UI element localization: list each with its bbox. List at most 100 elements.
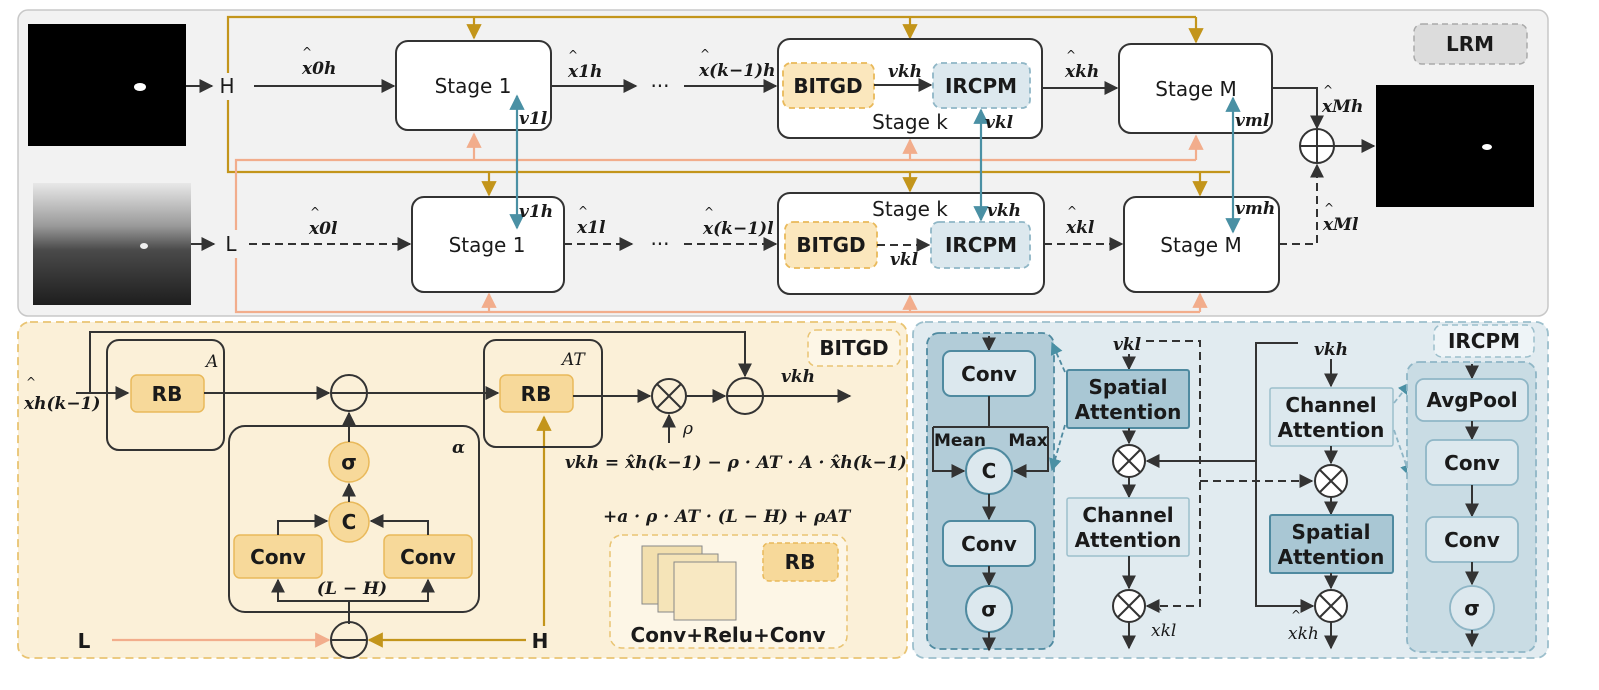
spatial-attention-1-l2: Attention bbox=[1075, 400, 1182, 424]
concat-label: C bbox=[342, 510, 357, 534]
input-mask-image bbox=[28, 24, 186, 146]
ircpm-concat-label: C bbox=[982, 459, 997, 483]
svg-text:^: ^ bbox=[310, 205, 320, 219]
stagek-top-label: Stage k bbox=[872, 110, 948, 134]
h-label: H bbox=[219, 74, 234, 98]
xkh-label: xkh bbox=[1064, 62, 1099, 82]
ircpm-vkh-label: vkh bbox=[1314, 340, 1348, 360]
vkl-top-label: vkl bbox=[985, 113, 1014, 133]
svg-text:^: ^ bbox=[302, 45, 312, 59]
lrm-tag: LRM bbox=[1446, 32, 1494, 56]
ircpm-xkl-label: xkl bbox=[1151, 621, 1176, 641]
svg-text:^: ^ bbox=[1324, 201, 1334, 215]
stagem-bottom-label: Stage M bbox=[1160, 233, 1241, 257]
stage1-bottom-label: Stage 1 bbox=[449, 233, 526, 257]
dots-top: ··· bbox=[650, 74, 669, 98]
channel-attention-2-l2: Attention bbox=[1278, 418, 1385, 442]
ircpm-xkh-label: xkh bbox=[1288, 624, 1319, 644]
ircpm-vkl-label: vkl bbox=[1113, 335, 1142, 355]
equation-line-1: vkh = x̂h(k−1) − ρ · AT · A · x̂h(k−1) bbox=[565, 453, 907, 473]
rb-legend-chip bbox=[762, 542, 839, 582]
bitgd-l-label: L bbox=[78, 629, 91, 653]
conv-right-label: Conv bbox=[400, 545, 456, 569]
output-mask-target bbox=[1482, 144, 1492, 150]
svg-text:^: ^ bbox=[704, 205, 714, 219]
xMh-label: xMh bbox=[1321, 97, 1363, 117]
svg-text:^: ^ bbox=[1066, 48, 1076, 62]
a-label: A bbox=[204, 352, 218, 372]
v1h-label: v1h bbox=[519, 202, 553, 222]
at-box bbox=[483, 339, 603, 448]
bitgd-tag-box bbox=[807, 329, 901, 367]
x0l-label: x0l bbox=[308, 219, 338, 239]
avgpool-label: AvgPool bbox=[1426, 388, 1517, 412]
ircpm-top bbox=[932, 62, 1031, 109]
spatial-attention-2-l2: Attention bbox=[1278, 545, 1385, 569]
xk1l-label: x(k−1)l bbox=[702, 219, 774, 239]
svg-text:^: ^ bbox=[1153, 605, 1163, 619]
lrm-panel: LRM H L Stage 1 Sta bbox=[17, 9, 1549, 317]
vmh-label: vmh bbox=[1235, 199, 1275, 219]
spatial-attention-2-l1: Spatial bbox=[1292, 520, 1371, 544]
ircpm-panel: IRCPM Conv Mean Max C Conv σ vkl Spatial… bbox=[912, 321, 1549, 659]
ircpm-conv-4-label: Conv bbox=[1444, 528, 1500, 552]
svg-text:^: ^ bbox=[578, 204, 588, 218]
a-box bbox=[106, 339, 225, 451]
conv-left-label: Conv bbox=[250, 545, 306, 569]
rb-legend-desc: Conv+Relu+Conv bbox=[631, 623, 826, 647]
rho-label: ρ bbox=[682, 419, 693, 439]
ircpm-sigma-1-label: σ bbox=[981, 597, 997, 621]
vkl-bottom-label: vkl bbox=[890, 250, 919, 270]
bitgd-vkh-label: vkh bbox=[781, 367, 815, 387]
v1l-label: v1l bbox=[519, 109, 548, 129]
rb-at-label: RB bbox=[521, 382, 552, 406]
equation-line-2: +a · ρ · AT · (L − H) + ρAT bbox=[603, 507, 852, 527]
infrared-image bbox=[33, 183, 191, 305]
vkh-top-label: vkh bbox=[888, 62, 922, 82]
channel-attention-1-l1: Channel bbox=[1082, 503, 1173, 527]
alpha-box bbox=[228, 425, 480, 613]
channel-attention-1-l2: Attention bbox=[1075, 528, 1182, 552]
svg-text:^: ^ bbox=[1067, 204, 1077, 218]
infrared-target bbox=[140, 243, 148, 249]
input-mask-target bbox=[134, 83, 146, 91]
stage1-top-label: Stage 1 bbox=[435, 74, 512, 98]
svg-text:^: ^ bbox=[700, 47, 710, 61]
xk1h-label: x(k−1)h bbox=[698, 61, 775, 81]
rb-a-label: RB bbox=[152, 382, 183, 406]
svg-text:^: ^ bbox=[568, 48, 578, 62]
channel-attention-2-l1: Channel bbox=[1285, 393, 1376, 417]
bitgd-bottom-label: BITGD bbox=[796, 233, 865, 257]
bitgd-tag: BITGD bbox=[819, 336, 888, 360]
bitgd-h-label: H bbox=[532, 629, 549, 653]
ircpm-conv-2-label: Conv bbox=[961, 532, 1017, 556]
ircpm-sigma-2-label: σ bbox=[1464, 596, 1480, 620]
xkl-label: xkl bbox=[1065, 218, 1095, 238]
rb-at bbox=[499, 374, 574, 413]
dots-bottom: ··· bbox=[650, 232, 669, 256]
stagem-top-label: Stage M bbox=[1155, 77, 1236, 101]
bitgd-input-label: xh(k−1) bbox=[23, 394, 100, 414]
lrm-tag-box bbox=[1413, 23, 1528, 65]
ircpm-bottom-label: IRCPM bbox=[945, 233, 1017, 257]
x1l-label: x1l bbox=[576, 218, 606, 238]
svg-text:^: ^ bbox=[26, 375, 36, 389]
xMl-label: xMl bbox=[1322, 215, 1359, 235]
bitgd-panel: BITGD ^ xh(k−1) A RB α σ C Conv Conv bbox=[17, 321, 908, 659]
at-label: AT bbox=[560, 350, 586, 370]
vml-label: vml bbox=[1235, 111, 1270, 131]
svg-text:^: ^ bbox=[1291, 608, 1301, 622]
ircpm-conv-1-label: Conv bbox=[961, 362, 1017, 386]
ircpm-tag: IRCPM bbox=[1448, 329, 1520, 353]
bitgd-top-label: BITGD bbox=[793, 74, 862, 98]
x0h-label: x0h bbox=[301, 59, 336, 79]
ircpm-conv-3-label: Conv bbox=[1444, 451, 1500, 475]
l-label: L bbox=[225, 232, 237, 256]
spatial-attention-1-l1: Spatial bbox=[1089, 375, 1168, 399]
ircpm-tag-box bbox=[1433, 324, 1535, 358]
rb-legend-icon bbox=[673, 561, 737, 621]
stagek-bottom-label: Stage k bbox=[872, 197, 948, 221]
mean-label: Mean bbox=[934, 431, 986, 451]
rb-legend-label: RB bbox=[785, 550, 816, 574]
